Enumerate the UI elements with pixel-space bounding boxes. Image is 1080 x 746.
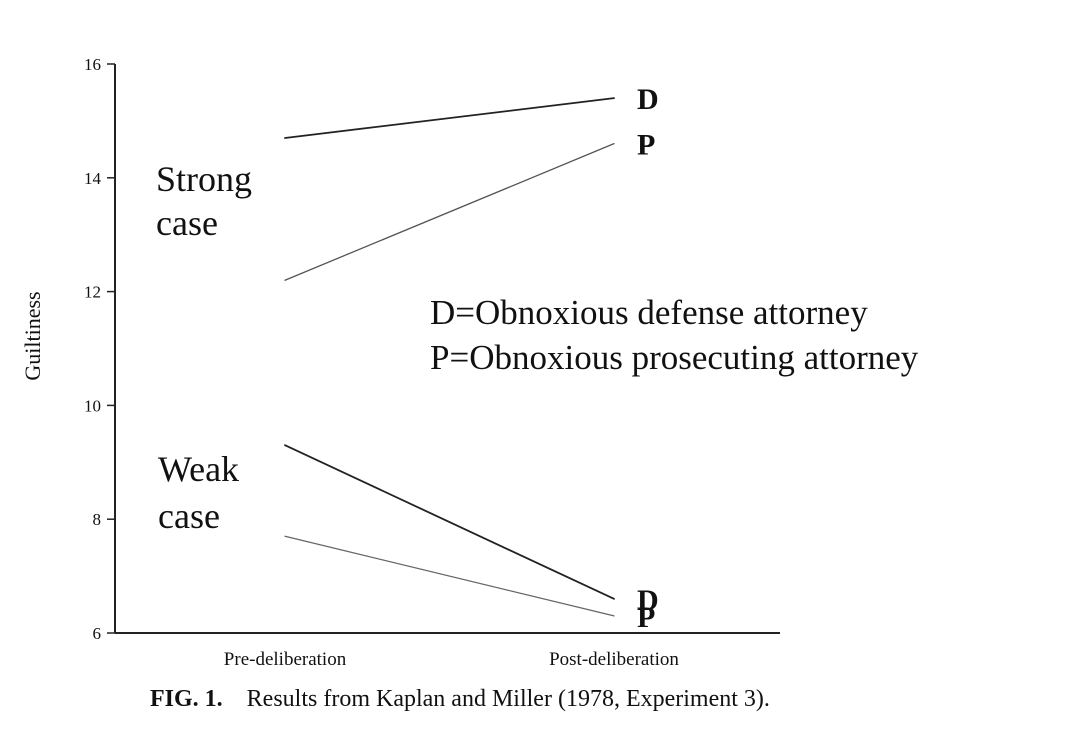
y-ticks: 6 8 10 12 14 16	[84, 55, 115, 643]
series-lines	[284, 97, 615, 617]
weak-case-label-line1: Weak	[158, 449, 239, 489]
x-tick-label: Post-deliberation	[549, 649, 679, 670]
series-line-strong-d	[284, 97, 615, 139]
series-end-label-strong-d: D	[637, 83, 659, 116]
y-tick-label: 12	[84, 283, 101, 302]
x-tick-label: Pre-deliberation	[224, 649, 347, 670]
series-line-strong-p	[284, 143, 615, 281]
axes	[114, 64, 780, 634]
series-end-label-weak-p: P	[637, 601, 655, 634]
y-tick-label: 6	[93, 624, 102, 643]
caption-lead: FIG. 1.	[150, 686, 223, 712]
strong-case-label-line1: Strong	[156, 159, 252, 199]
y-tick-label: 10	[84, 396, 101, 415]
strong-case-label-line2: case	[156, 203, 218, 243]
weak-case-label-line2: case	[158, 496, 220, 536]
figure-caption: FIG. 1. Results from Kaplan and Miller (…	[150, 686, 770, 712]
y-axis-title: Guiltiness	[20, 291, 45, 380]
series-line-weak-p	[284, 535, 615, 617]
x-ticks: Pre-deliberation Post-deliberation	[224, 649, 680, 670]
legend-entry-prosecuting: P=Obnoxious prosecuting attorney	[430, 338, 919, 377]
series-line-weak-d	[284, 444, 615, 600]
y-tick-label: 16	[84, 55, 101, 74]
y-tick-label: 8	[93, 510, 102, 529]
legend-entry-defense: D=Obnoxious defense attorney	[430, 293, 868, 332]
caption-text: Results from Kaplan and Miller (1978, Ex…	[247, 686, 770, 712]
y-tick-label: 14	[84, 169, 102, 188]
series-end-label-strong-p: P	[637, 129, 655, 162]
series-end-label-weak-d: D	[637, 584, 659, 617]
